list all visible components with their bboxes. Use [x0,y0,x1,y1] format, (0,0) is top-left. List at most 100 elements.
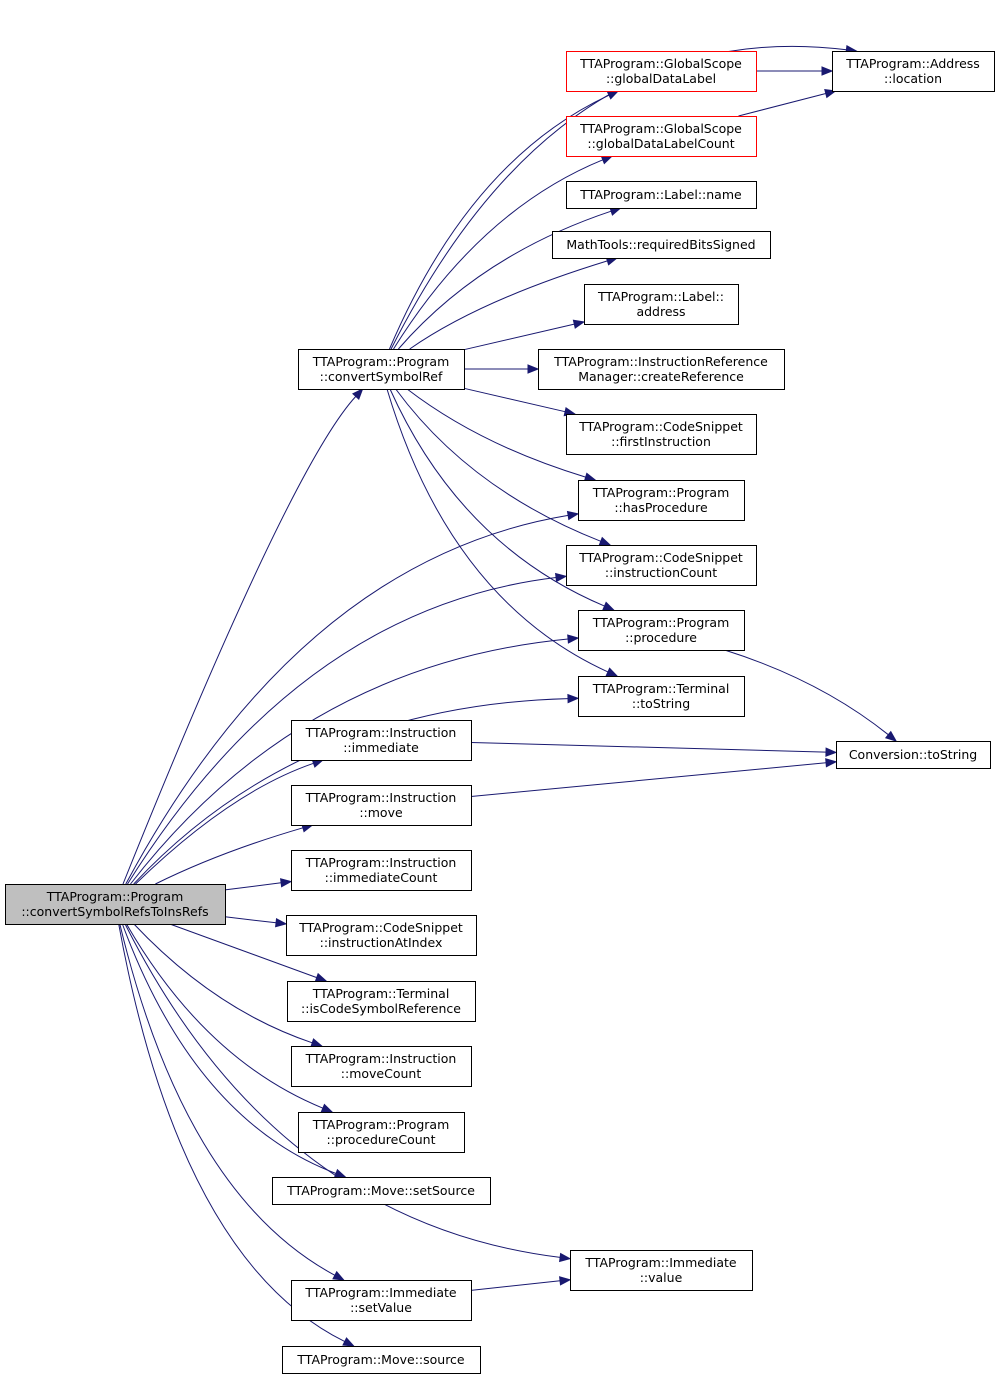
node-box [287,981,476,1022]
node-label-line: TTAProgram::CodeSnippet [578,419,743,434]
edge-line [125,514,569,885]
node-immediateCount[interactable]: TTAProgram::Instruction::immediateCount [291,850,472,891]
node-label-line: TTAProgram::InstructionReference [553,354,768,369]
node-convertSymbolRef[interactable]: TTAProgram::Program::convertSymbolRef [298,349,465,390]
edge-root-to-procedure [130,634,580,885]
node-terminalToString[interactable]: TTAProgram::Terminal::toString [578,676,745,717]
arrowhead-icon [605,667,619,677]
arrowhead-icon [572,319,586,329]
edge-line [390,45,847,350]
edge-line [169,923,317,979]
edge-line [398,210,612,350]
node-instructionAtIndex[interactable]: TTAProgram::CodeSnippet::instructionAtIn… [286,915,477,956]
node-box [566,414,757,455]
arrowhead-icon [527,364,540,374]
node-labelName[interactable]: TTAProgram::Label::name [566,181,757,209]
node-box [566,51,757,92]
node-move[interactable]: TTAProgram::Instruction::move [291,785,472,826]
arrowhead-icon [606,90,620,100]
node-hasProcedure[interactable]: TTAProgram::Program::hasProcedure [578,480,745,521]
node-label-line: ::immediate [343,740,419,755]
arrowhead-icon [352,388,364,400]
node-box [282,1346,481,1374]
node-label-line: TTAProgram::Program [592,615,730,630]
arrowhead-icon [310,1038,323,1048]
node-label-line: ::move [359,805,403,820]
arrowhead-icon [598,536,612,546]
arrowhead-icon [280,878,293,888]
node-label-line: ::procedure [625,630,697,645]
arrowhead-icon [555,572,568,583]
node-label-line: TTAProgram::Instruction [305,855,457,870]
arrowhead-icon [332,1270,345,1281]
edge-convertSymbolRef-to-terminalToString [386,388,619,677]
arrowhead-icon [314,972,328,982]
node-label-line: TTAProgram::Program [312,354,450,369]
node-instructionCount[interactable]: TTAProgram::CodeSnippet::instructionCoun… [566,545,757,586]
node-label-line: TTAProgram::Move::setSource [286,1183,475,1198]
node-setSource[interactable]: TTAProgram::Move::setSource [272,1177,491,1205]
node-label-line: TTAProgram::GlobalScope [579,121,742,136]
node-label-line: ::toString [632,696,690,711]
edge-line [133,923,313,1044]
edges-layer [118,45,898,1347]
node-box [291,785,472,826]
node-createReference[interactable]: TTAProgram::InstructionReferenceManager:… [538,349,785,390]
node-addressLocation[interactable]: TTAProgram::Address::location [832,51,995,92]
node-box [832,51,995,92]
arrowhead-icon [583,472,597,482]
node-immediateValue[interactable]: TTAProgram::Immediate::value [570,1250,753,1291]
edge-globalDataLabel-to-addressLocation [756,66,834,76]
node-conversionToString[interactable]: Conversion::toString [836,741,991,769]
edge-line [406,388,586,478]
node-label-line: Manager::createReference [578,369,744,384]
node-label-line: ::firstInstruction [611,434,711,449]
node-label-line: TTAProgram::Program [592,485,730,500]
edge-procedure-to-conversionToString [724,649,898,742]
node-label-line: TTAProgram::Instruction [305,725,457,740]
arrowhead-icon [566,510,580,521]
node-box [570,1250,753,1291]
node-globalDataLabel[interactable]: TTAProgram::GlobalScope::globalDataLabel [566,51,757,92]
node-label-line: TTAProgram::Immediate [304,1285,456,1300]
node-label-line: MathTools::requiredBitsSigned [566,237,755,252]
node-label-line: ::value [640,1270,683,1285]
node-label-line: ::immediateCount [325,870,438,885]
node-box [291,1046,472,1087]
node-setValue[interactable]: TTAProgram::Immediate::setValue [291,1280,472,1321]
node-firstInstruction[interactable]: TTAProgram::CodeSnippet::firstInstructio… [566,414,757,455]
node-procedure[interactable]: TTAProgram::Program::procedure [578,610,745,651]
node-root[interactable]: TTAProgram::Program::convertSymbolRefsTo… [5,884,226,925]
edge-convertSymbolRef-to-labelName [398,206,622,350]
node-label-line: Conversion::toString [849,747,977,762]
edge-line [386,388,609,673]
node-moveSource[interactable]: TTAProgram::Move::source [282,1346,481,1374]
node-label-line: TTAProgram::Label::name [579,187,742,202]
edge-root-to-immediateCount [224,878,293,891]
node-procedureCount[interactable]: TTAProgram::Program::procedureCount [298,1112,465,1153]
node-requiredBitsSigned[interactable]: MathTools::requiredBitsSigned [552,231,771,259]
node-label-line: TTAProgram::Immediate [584,1255,736,1270]
node-label-line: ::globalDataLabelCount [587,136,734,151]
edge-convertSymbolRef-to-instructionCount [395,388,612,546]
node-box [538,349,785,390]
node-labelAddress[interactable]: TTAProgram::Label::address [584,284,739,325]
node-label-line: TTAProgram::Label:: [597,289,724,304]
edge-line [463,387,566,413]
edge-root-to-move [155,823,314,885]
edge-line [130,638,569,885]
arrowhead-icon [602,601,615,611]
arrowhead-icon [559,1276,572,1286]
edge-line [127,577,557,885]
node-label-line: ::isCodeSymbolReference [301,1001,461,1016]
node-moveCount[interactable]: TTAProgram::Instruction::moveCount [291,1046,472,1087]
arrowhead-icon [825,758,838,768]
node-immediate[interactable]: TTAProgram::Instruction::immediate [291,720,472,761]
arrowhead-icon [821,66,834,76]
node-isCodeSymbolReference[interactable]: TTAProgram::Terminal::isCodeSymbolRefere… [287,981,476,1022]
node-label-line: ::convertSymbolRef [320,369,443,384]
edge-line [395,388,601,542]
node-globalDataLabelCount[interactable]: TTAProgram::GlobalScope::globalDataLabel… [566,116,757,157]
node-label-line: ::location [884,71,942,86]
node-label-line: ::procedureCount [327,1132,436,1147]
